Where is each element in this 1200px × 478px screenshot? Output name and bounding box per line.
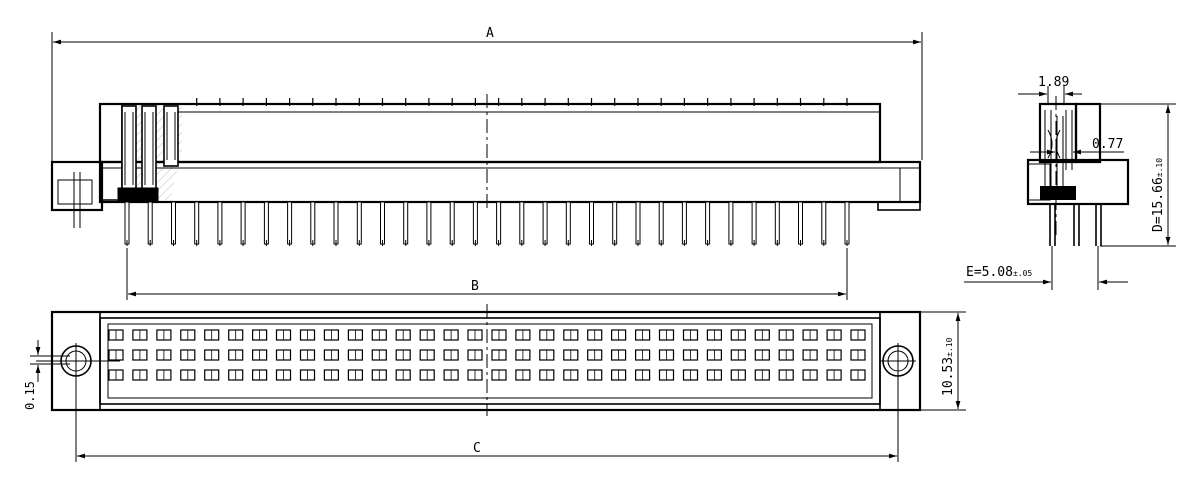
pin — [426, 201, 432, 245]
pin — [147, 201, 153, 245]
pin — [589, 201, 594, 245]
dim-height-label: D=15.66±.10 — [1151, 158, 1166, 232]
pin — [194, 201, 200, 245]
pin-row — [124, 201, 850, 246]
pin — [751, 201, 757, 245]
pin — [612, 201, 618, 245]
dim-pin-label: 0.77 — [1092, 137, 1123, 152]
pin — [380, 201, 385, 245]
dim-wall-label: 1.89 — [1038, 75, 1069, 90]
top-view: 10.53±.10 0.15 C — [23, 304, 966, 462]
pin — [449, 201, 455, 245]
contact-grid — [108, 329, 866, 381]
pin — [310, 201, 316, 245]
top-tick-marks — [196, 98, 848, 106]
pin — [240, 201, 246, 245]
pin — [821, 201, 827, 245]
pin — [472, 201, 478, 245]
dim-a-label: A — [486, 26, 494, 41]
pin — [356, 201, 362, 245]
pin — [333, 201, 339, 245]
pin — [124, 201, 130, 245]
front-view: A — [50, 26, 923, 300]
end-view: 1.89 0.77 D=15.66±.10 E=5.08±.05 — [964, 75, 1176, 290]
pin — [635, 201, 641, 245]
pin — [287, 201, 293, 245]
pin — [728, 201, 734, 245]
pin — [263, 201, 269, 245]
pin — [496, 201, 502, 245]
pin — [542, 201, 548, 245]
mount-hole-right — [880, 343, 916, 379]
pin — [403, 201, 409, 245]
pin — [217, 201, 223, 245]
pin — [519, 201, 525, 245]
pin — [171, 201, 176, 245]
pin — [798, 201, 803, 245]
pin — [705, 201, 711, 245]
dim-b-label: B — [471, 279, 479, 294]
dim-offset-label: 0.15 — [23, 381, 37, 410]
pin — [681, 201, 687, 245]
pin — [844, 201, 850, 245]
pin — [774, 201, 780, 245]
dim-width-label: 10.53±.10 — [941, 337, 956, 396]
dim-c-label: C — [473, 441, 481, 456]
dim-pitch-label: E=5.08±.05 — [966, 265, 1032, 280]
pin — [565, 201, 571, 245]
pin — [658, 201, 664, 245]
